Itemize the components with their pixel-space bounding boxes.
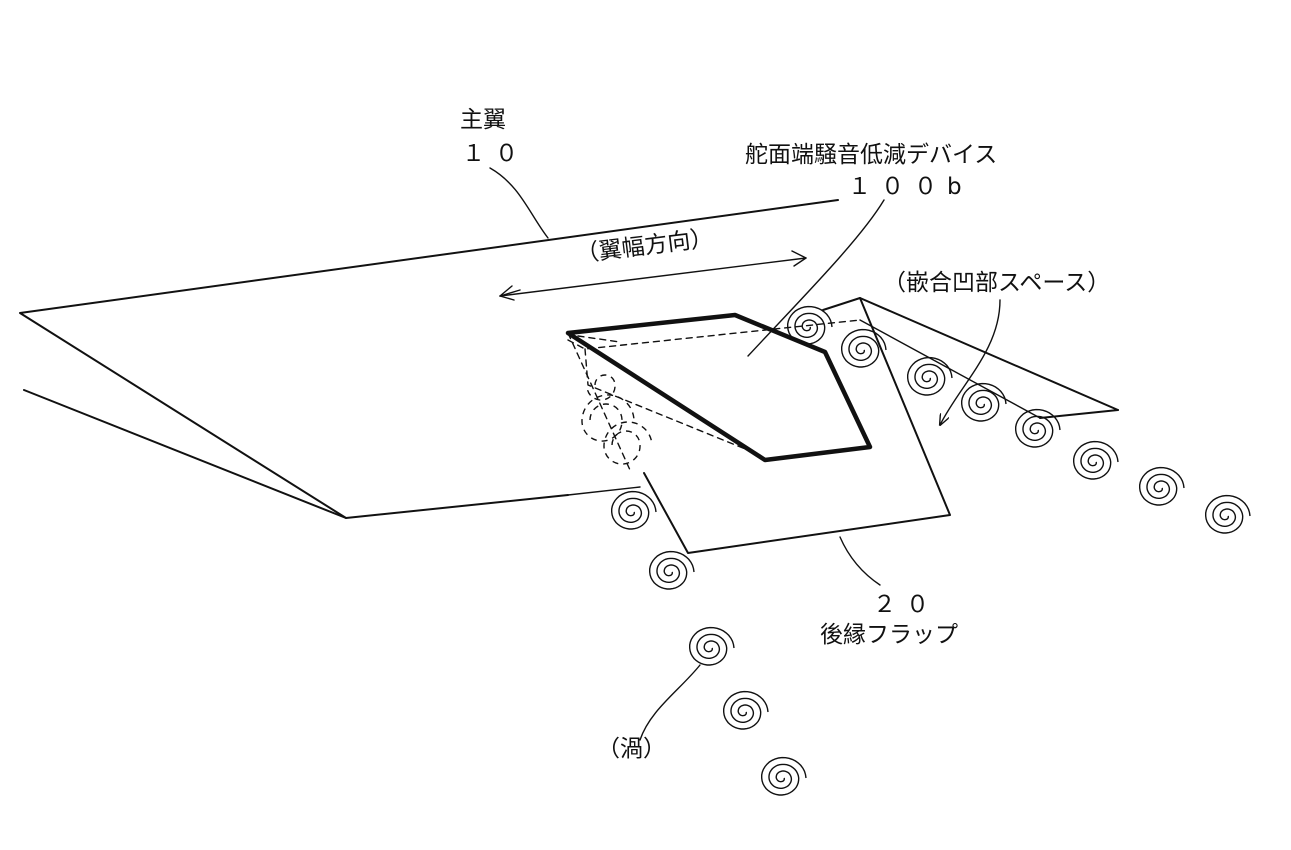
trailing-edge-flap (643, 297, 1119, 554)
recess-space-label: （嵌合凹部スペース） (883, 270, 1110, 296)
leader-main-wing (489, 167, 549, 239)
vortex-spiral (761, 756, 807, 796)
vortex-spiral (1205, 494, 1251, 534)
vortex-spiral (1139, 466, 1185, 506)
flap-number: ２０ (873, 592, 939, 618)
span-direction-label: （翼幅方向） (575, 225, 715, 268)
hidden-vortices (581, 374, 653, 465)
vortex-spiral (961, 382, 1007, 422)
vortex-spiral (1073, 440, 1119, 480)
vortex-spiral (723, 690, 769, 730)
vortex-spiral (689, 626, 735, 666)
leader-vortex (639, 664, 701, 741)
noise-reduction-device (565, 312, 873, 471)
vortex-spiral (907, 356, 953, 396)
leader-device (747, 199, 885, 357)
main-wing-label: 主翼 (460, 107, 506, 133)
device-label: 舵面端騒音低減デバイス (745, 142, 997, 168)
vortex-label: （渦） (597, 736, 666, 762)
vortex-spiral (611, 490, 657, 530)
device-number: １００b (848, 174, 972, 200)
span-direction-arrow (499, 250, 807, 301)
leader-flap (839, 536, 881, 586)
vortex-spiral (841, 328, 887, 368)
vortex-spiral (787, 305, 833, 345)
vortex-spiral (1015, 408, 1061, 448)
leader-recess-space (940, 299, 1001, 425)
main-wing (19, 199, 839, 519)
main-wing-number: １０ (462, 141, 528, 167)
flap-label: 後縁フラップ (820, 622, 958, 648)
vortex-group (611, 305, 1251, 796)
vortex-spiral (649, 550, 695, 590)
